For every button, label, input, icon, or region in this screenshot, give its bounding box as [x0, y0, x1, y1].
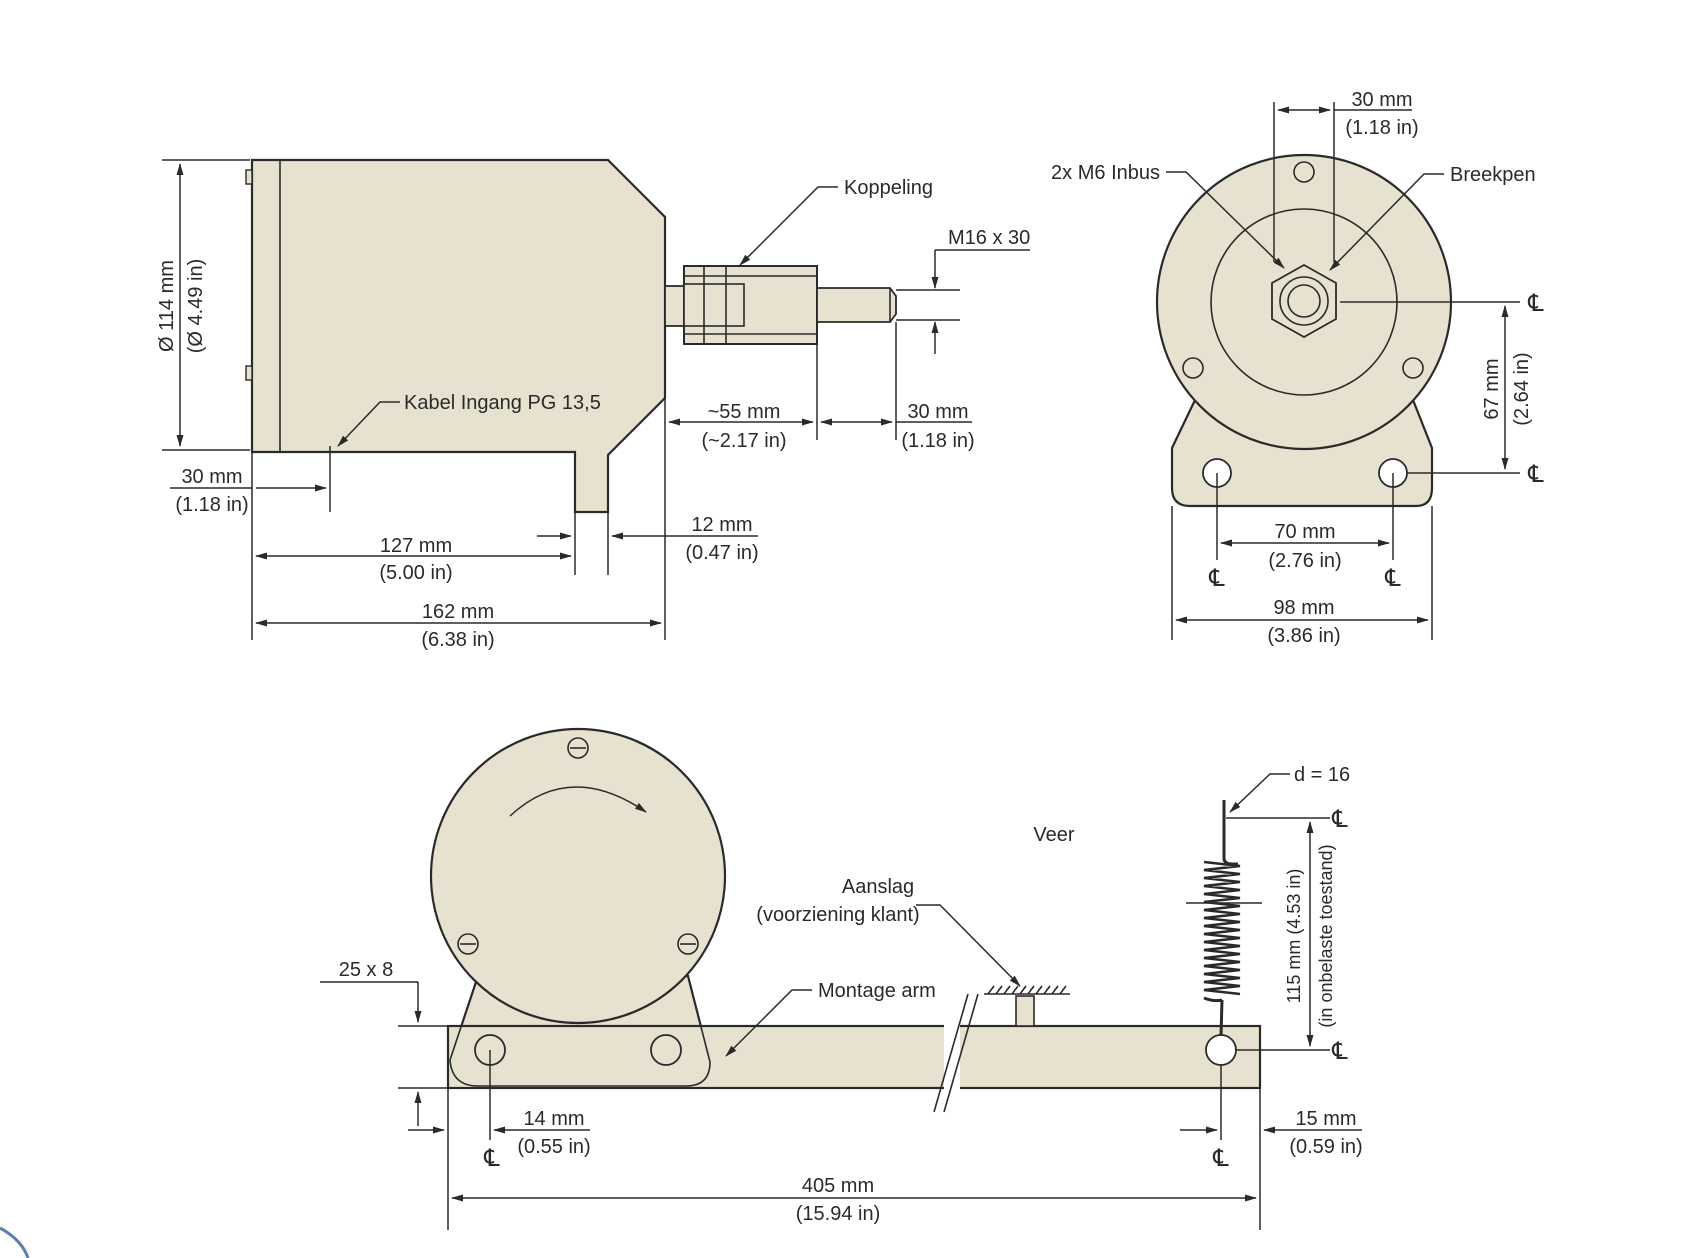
dim-127-mm: 127 mm: [380, 535, 452, 557]
dim-114-in: (Ø 4.49 in): [185, 259, 207, 353]
housing-side: [250, 158, 667, 514]
spring: [1186, 800, 1262, 1037]
cl-mark: ℄: [1208, 565, 1225, 592]
label-veer: Veer: [1033, 824, 1074, 846]
stop-pin: [1015, 995, 1035, 1027]
label-breekpen: Breekpen: [1450, 164, 1536, 186]
label-thread: M16 x 30: [948, 227, 1030, 249]
cl-mark: ℄: [1212, 1145, 1229, 1172]
dim-55-in: (~2.17 in): [701, 430, 786, 452]
side-view: Ø 114 mm (Ø 4.49 in) Koppeling M16 x 30 …: [156, 158, 1030, 651]
cl-mark: ℄: [1384, 565, 1401, 592]
threaded-stud: [816, 287, 897, 323]
dim-14-mm: 14 mm: [523, 1108, 584, 1130]
dim-115-sub: (in onbelaste toestand): [1316, 844, 1336, 1027]
dim-67-mm: 67 mm: [1481, 358, 1503, 419]
label-aanslag: Aanslag: [842, 876, 914, 898]
assembly-view: Aanslag (voorziening klant) Montage arm …: [320, 727, 1363, 1230]
cl-mark: ℄: [483, 1145, 500, 1172]
front-view: 30 mm (1.18 in) 2x M6 Inbus Breekpen ℄ ℄…: [1051, 89, 1544, 647]
dim-front-30-mm: 30 mm: [1351, 89, 1412, 111]
cl-mark: ℄: [1527, 290, 1544, 317]
dim-12-mm: 12 mm: [691, 514, 752, 536]
cl-mark: ℄: [1331, 1038, 1348, 1065]
dim-14-in: (0.55 in): [517, 1136, 590, 1158]
housing-assembly: [429, 727, 727, 1025]
dim-98-mm: 98 mm: [1273, 597, 1334, 619]
label-inbus: 2x M6 Inbus: [1051, 162, 1160, 184]
label-cable: Kabel Ingang PG 13,5: [404, 392, 601, 414]
label-koppeling: Koppeling: [844, 177, 933, 199]
dim-114-mm: Ø 114 mm: [156, 260, 178, 352]
dim-162-mm: 162 mm: [422, 601, 494, 623]
dim-70-mm: 70 mm: [1274, 521, 1335, 543]
dim-15-mm: 15 mm: [1295, 1108, 1356, 1130]
label-aanslag-sub: (voorziening klant): [756, 904, 919, 926]
rotation-arrow-icon: [509, 786, 647, 817]
dim-front-30-in: (1.18 in): [1345, 117, 1418, 139]
dim-70-in: (2.76 in): [1268, 550, 1341, 572]
dim-30-right-mm: 30 mm: [907, 401, 968, 423]
cl-mark: ℄: [1331, 806, 1348, 833]
dim-12-in: (0.47 in): [685, 542, 758, 564]
mounting-arm: [446, 1024, 1262, 1090]
dim-55-mm: ~55 mm: [708, 401, 781, 423]
label-bar-size: 25 x 8: [339, 959, 393, 981]
dim-115: 115 mm (4.53 in): [1284, 869, 1304, 1004]
dim-405-in: (15.94 in): [796, 1203, 881, 1225]
dim-30-left-in: (1.18 in): [175, 494, 248, 516]
dim-30-left-mm: 30 mm: [181, 466, 242, 488]
corner-arc: [0, 1226, 30, 1258]
dim-162-in: (6.38 in): [421, 629, 494, 651]
cl-mark: ℄: [1527, 461, 1544, 488]
dim-15-in: (0.59 in): [1289, 1136, 1362, 1158]
dim-405-mm: 405 mm: [802, 1175, 874, 1197]
dim-98-in: (3.86 in): [1267, 625, 1340, 647]
dim-30-right-in: (1.18 in): [901, 430, 974, 452]
label-montage-arm: Montage arm: [818, 980, 936, 1002]
dim-67-in: (2.64 in): [1511, 352, 1533, 425]
label-d16: d = 16: [1294, 764, 1350, 786]
dim-127-in: (5.00 in): [379, 562, 452, 584]
